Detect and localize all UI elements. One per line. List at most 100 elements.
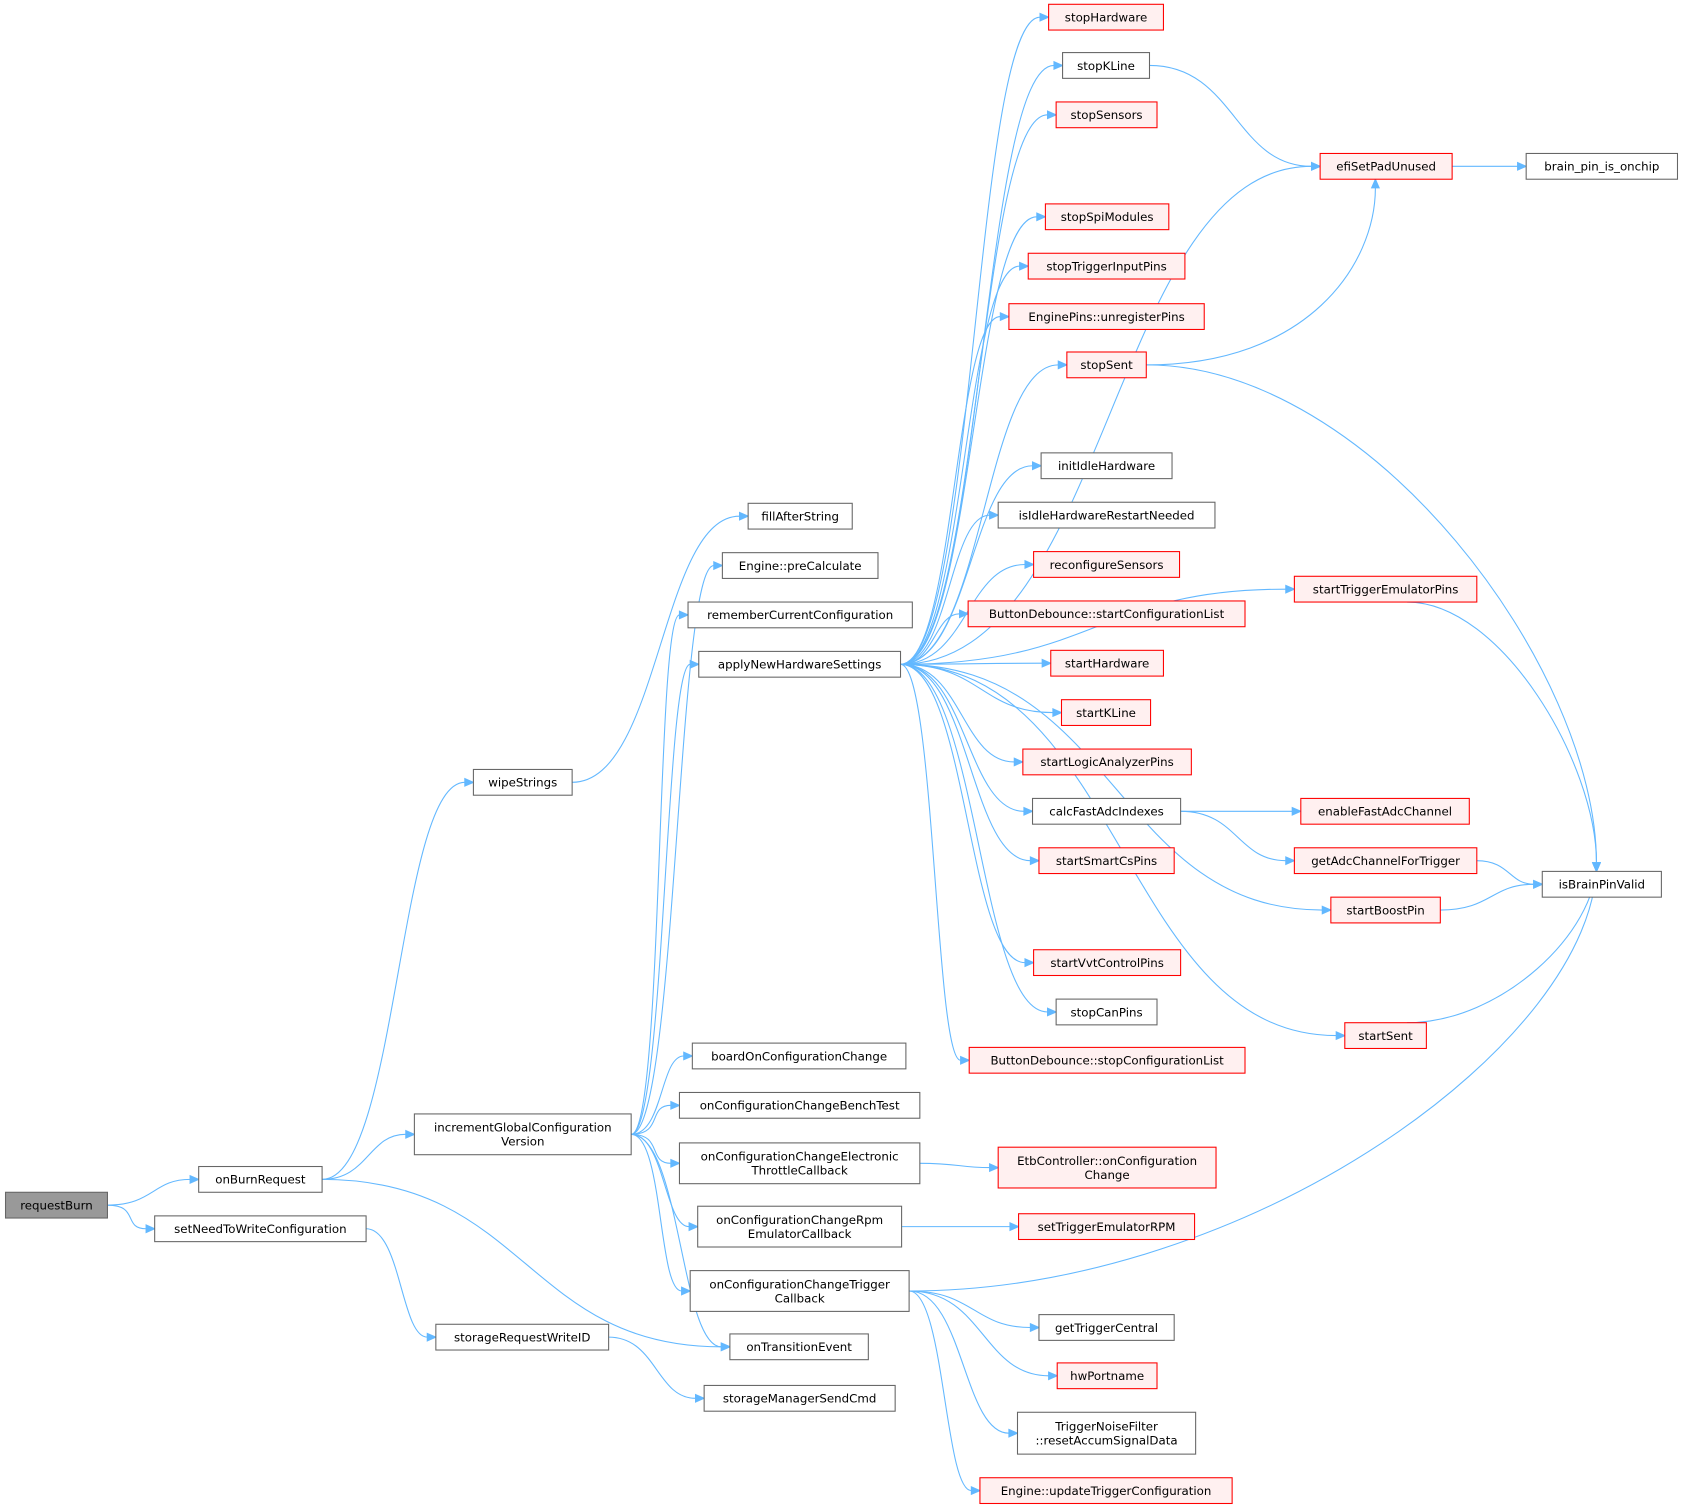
edge-onConfigurationChangeTriggerCallback-to-updateTriggerConfiguration: [909, 1290, 972, 1492]
node-preCalculate[interactable]: Engine::preCalculate: [721, 552, 879, 579]
node-label: isBrainPinValid: [1559, 878, 1645, 892]
node-stopKLine[interactable]: stopKLine: [1062, 52, 1151, 79]
node-resetAccumSignalData[interactable]: TriggerNoiseFilter::resetAccumSignalData: [1016, 1411, 1197, 1455]
arrowhead-icon: [1008, 1428, 1019, 1438]
node-fillAfterString[interactable]: fillAfterString: [747, 502, 853, 530]
node-label: stopCanPins: [1070, 1005, 1142, 1019]
node-setNeedToWriteConfiguration[interactable]: setNeedToWriteConfiguration: [154, 1215, 367, 1243]
node-stopConfigurationList[interactable]: ButtonDebounce::stopConfigurationList: [968, 1046, 1246, 1074]
edge-startTriggerEmulatorPins-to-isBrainPinValid: [1407, 601, 1597, 863]
node-stopTriggerInputPins[interactable]: stopTriggerInputPins: [1027, 252, 1186, 280]
node-box: [1016, 1411, 1197, 1455]
node-startTriggerEmulatorPins[interactable]: startTriggerEmulatorPins: [1293, 575, 1478, 603]
node-startBoostPin[interactable]: startBoostPin: [1330, 896, 1441, 924]
node-rememberCurrentConfiguration[interactable]: rememberCurrentConfiguration: [687, 601, 913, 629]
node-stopCanPins[interactable]: stopCanPins: [1055, 998, 1158, 1026]
node-label: onConfigurationChangeElectronic: [701, 1150, 899, 1164]
node-requestBurn[interactable]: requestBurn: [4, 1191, 108, 1219]
node-box: [698, 650, 902, 678]
node-label: rememberCurrentConfiguration: [707, 608, 893, 622]
arrowhead-icon: [1335, 1031, 1347, 1041]
node-etbOnConfigurationChange[interactable]: EtbController::onConfigurationChange: [997, 1146, 1217, 1189]
arrowhead-icon: [1052, 707, 1063, 718]
node-label: startSmartCsPins: [1056, 854, 1157, 868]
node-label: isIdleHardwareRestartNeeded: [1019, 508, 1195, 522]
arrowhead-icon: [1048, 1371, 1059, 1381]
node-reconfigureSensors[interactable]: reconfigureSensors: [1033, 551, 1181, 578]
node-applyNewHardwareSettings[interactable]: applyNewHardwareSettings: [698, 650, 902, 678]
node-box: [1056, 1362, 1158, 1390]
node-startHardware[interactable]: startHardware: [1050, 649, 1164, 677]
node-onBurnRequest[interactable]: onBurnRequest: [198, 1165, 323, 1193]
node-storageManagerSendCmd[interactable]: storageManagerSendCmd: [703, 1384, 896, 1412]
node-box: [1300, 797, 1470, 825]
node-isIdleHardwareRestartNeeded[interactable]: isIdleHardwareRestartNeeded: [997, 501, 1216, 529]
node-box: [697, 1205, 903, 1248]
node-stopSensors[interactable]: stopSensors: [1055, 101, 1158, 129]
node-boardOnConfigurationChange[interactable]: boardOnConfigurationChange: [691, 1042, 907, 1070]
node-initIdleHardware[interactable]: initIdleHardware: [1040, 452, 1173, 480]
node-efiSetPadUnused[interactable]: efiSetPadUnused: [1319, 152, 1453, 180]
node-label: applyNewHardwareSettings: [718, 658, 882, 672]
node-box: [1330, 896, 1441, 924]
edge-incrementGlobalConfigurationVersion-to-applyNewHardwareSettings: [630, 663, 691, 1135]
node-onConfigurationChangeBenchTest[interactable]: onConfigurationChangeBenchTest: [678, 1091, 921, 1119]
arrowhead-icon: [426, 1332, 438, 1342]
arrowhead-icon: [189, 1174, 201, 1184]
node-startSmartCsPins[interactable]: startSmartCsPins: [1038, 847, 1175, 875]
node-wipeStrings[interactable]: wipeStrings: [472, 768, 573, 796]
node-label: enableFastAdcChannel: [1318, 805, 1452, 819]
node-stopSent[interactable]: stopSent: [1066, 351, 1147, 379]
edge-applyNewHardwareSettings-to-stopSpiModules: [900, 216, 1037, 665]
edge-applyNewHardwareSettings-to-calcFastAdcIndexes: [900, 663, 1024, 812]
edge-wipeStrings-to-fillAfterString: [572, 515, 740, 783]
node-box: [1044, 203, 1170, 231]
node-enableFastAdcChannel[interactable]: enableFastAdcChannel: [1300, 797, 1470, 825]
node-label: calcFastAdcIndexes: [1049, 805, 1164, 819]
node-startVvtControlPins[interactable]: startVvtControlPins: [1033, 949, 1182, 977]
arrowhead-icon: [720, 1342, 732, 1352]
node-setTriggerEmulatorRPM[interactable]: setTriggerEmulatorRPM: [1018, 1213, 1196, 1241]
arrowhead-icon: [1047, 1007, 1058, 1017]
node-box: [1008, 303, 1205, 330]
node-onConfigurationChangeElectronicThrottleCallback[interactable]: onConfigurationChangeElectronicThrottleC…: [678, 1142, 921, 1185]
node-hwPortname[interactable]: hwPortname: [1056, 1362, 1158, 1390]
node-startKLine[interactable]: startKLine: [1060, 699, 1152, 726]
node-brain_pin_is_onchip[interactable]: brain_pin_is_onchip: [1525, 152, 1679, 180]
node-box: [729, 1333, 869, 1361]
edge-applyNewHardwareSettings-to-isIdleHardwareRestartNeeded: [900, 514, 990, 665]
node-updateTriggerConfiguration[interactable]: Engine::updateTriggerConfiguration: [979, 1477, 1233, 1505]
arrowhead-icon: [1031, 461, 1043, 471]
node-label: Callback: [775, 1291, 825, 1305]
arrowhead-icon: [1517, 161, 1528, 171]
node-getTriggerCentral[interactable]: getTriggerCentral: [1038, 1314, 1175, 1341]
node-storageRequestWriteID[interactable]: storageRequestWriteID: [435, 1323, 610, 1351]
node-startSent[interactable]: startSent: [1344, 1022, 1427, 1050]
arrowhead-icon: [713, 560, 724, 571]
node-startConfigurationList[interactable]: ButtonDebounce::startConfigurationList: [967, 600, 1246, 628]
node-box: [1066, 351, 1147, 379]
node-box: [1055, 101, 1158, 129]
edge-applyNewHardwareSettings-to-initIdleHardware: [900, 465, 1033, 665]
edge-applyNewHardwareSettings-to-stopHardware: [900, 16, 1041, 665]
node-startLogicAnalyzerPins[interactable]: startLogicAnalyzerPins: [1022, 748, 1192, 776]
node-box: [1040, 452, 1173, 480]
node-stopSpiModules[interactable]: stopSpiModules: [1044, 203, 1170, 231]
node-label: EtbController::onConfiguration: [1017, 1154, 1197, 1168]
node-unregisterPins[interactable]: EnginePins::unregisterPins: [1008, 303, 1205, 330]
edge-applyNewHardwareSettings-to-stopCanPins: [900, 663, 1048, 1013]
node-isBrainPinValid[interactable]: isBrainPinValid: [1541, 870, 1662, 898]
node-stopHardware[interactable]: stopHardware: [1048, 3, 1164, 31]
node-getAdcChannelForTrigger[interactable]: getAdcChannelForTrigger: [1293, 847, 1478, 875]
node-box: [198, 1165, 323, 1193]
node-calcFastAdcIndexes[interactable]: calcFastAdcIndexes: [1031, 797, 1182, 825]
node-label: storageRequestWriteID: [454, 1330, 590, 1344]
node-box: [703, 1384, 896, 1412]
edge-stopSent-to-efiSetPadUnused: [1146, 187, 1376, 366]
node-onTransitionEvent[interactable]: onTransitionEvent: [729, 1333, 869, 1361]
node-box: [979, 1477, 1233, 1505]
node-label: ButtonDebounce::startConfigurationList: [989, 607, 1225, 621]
